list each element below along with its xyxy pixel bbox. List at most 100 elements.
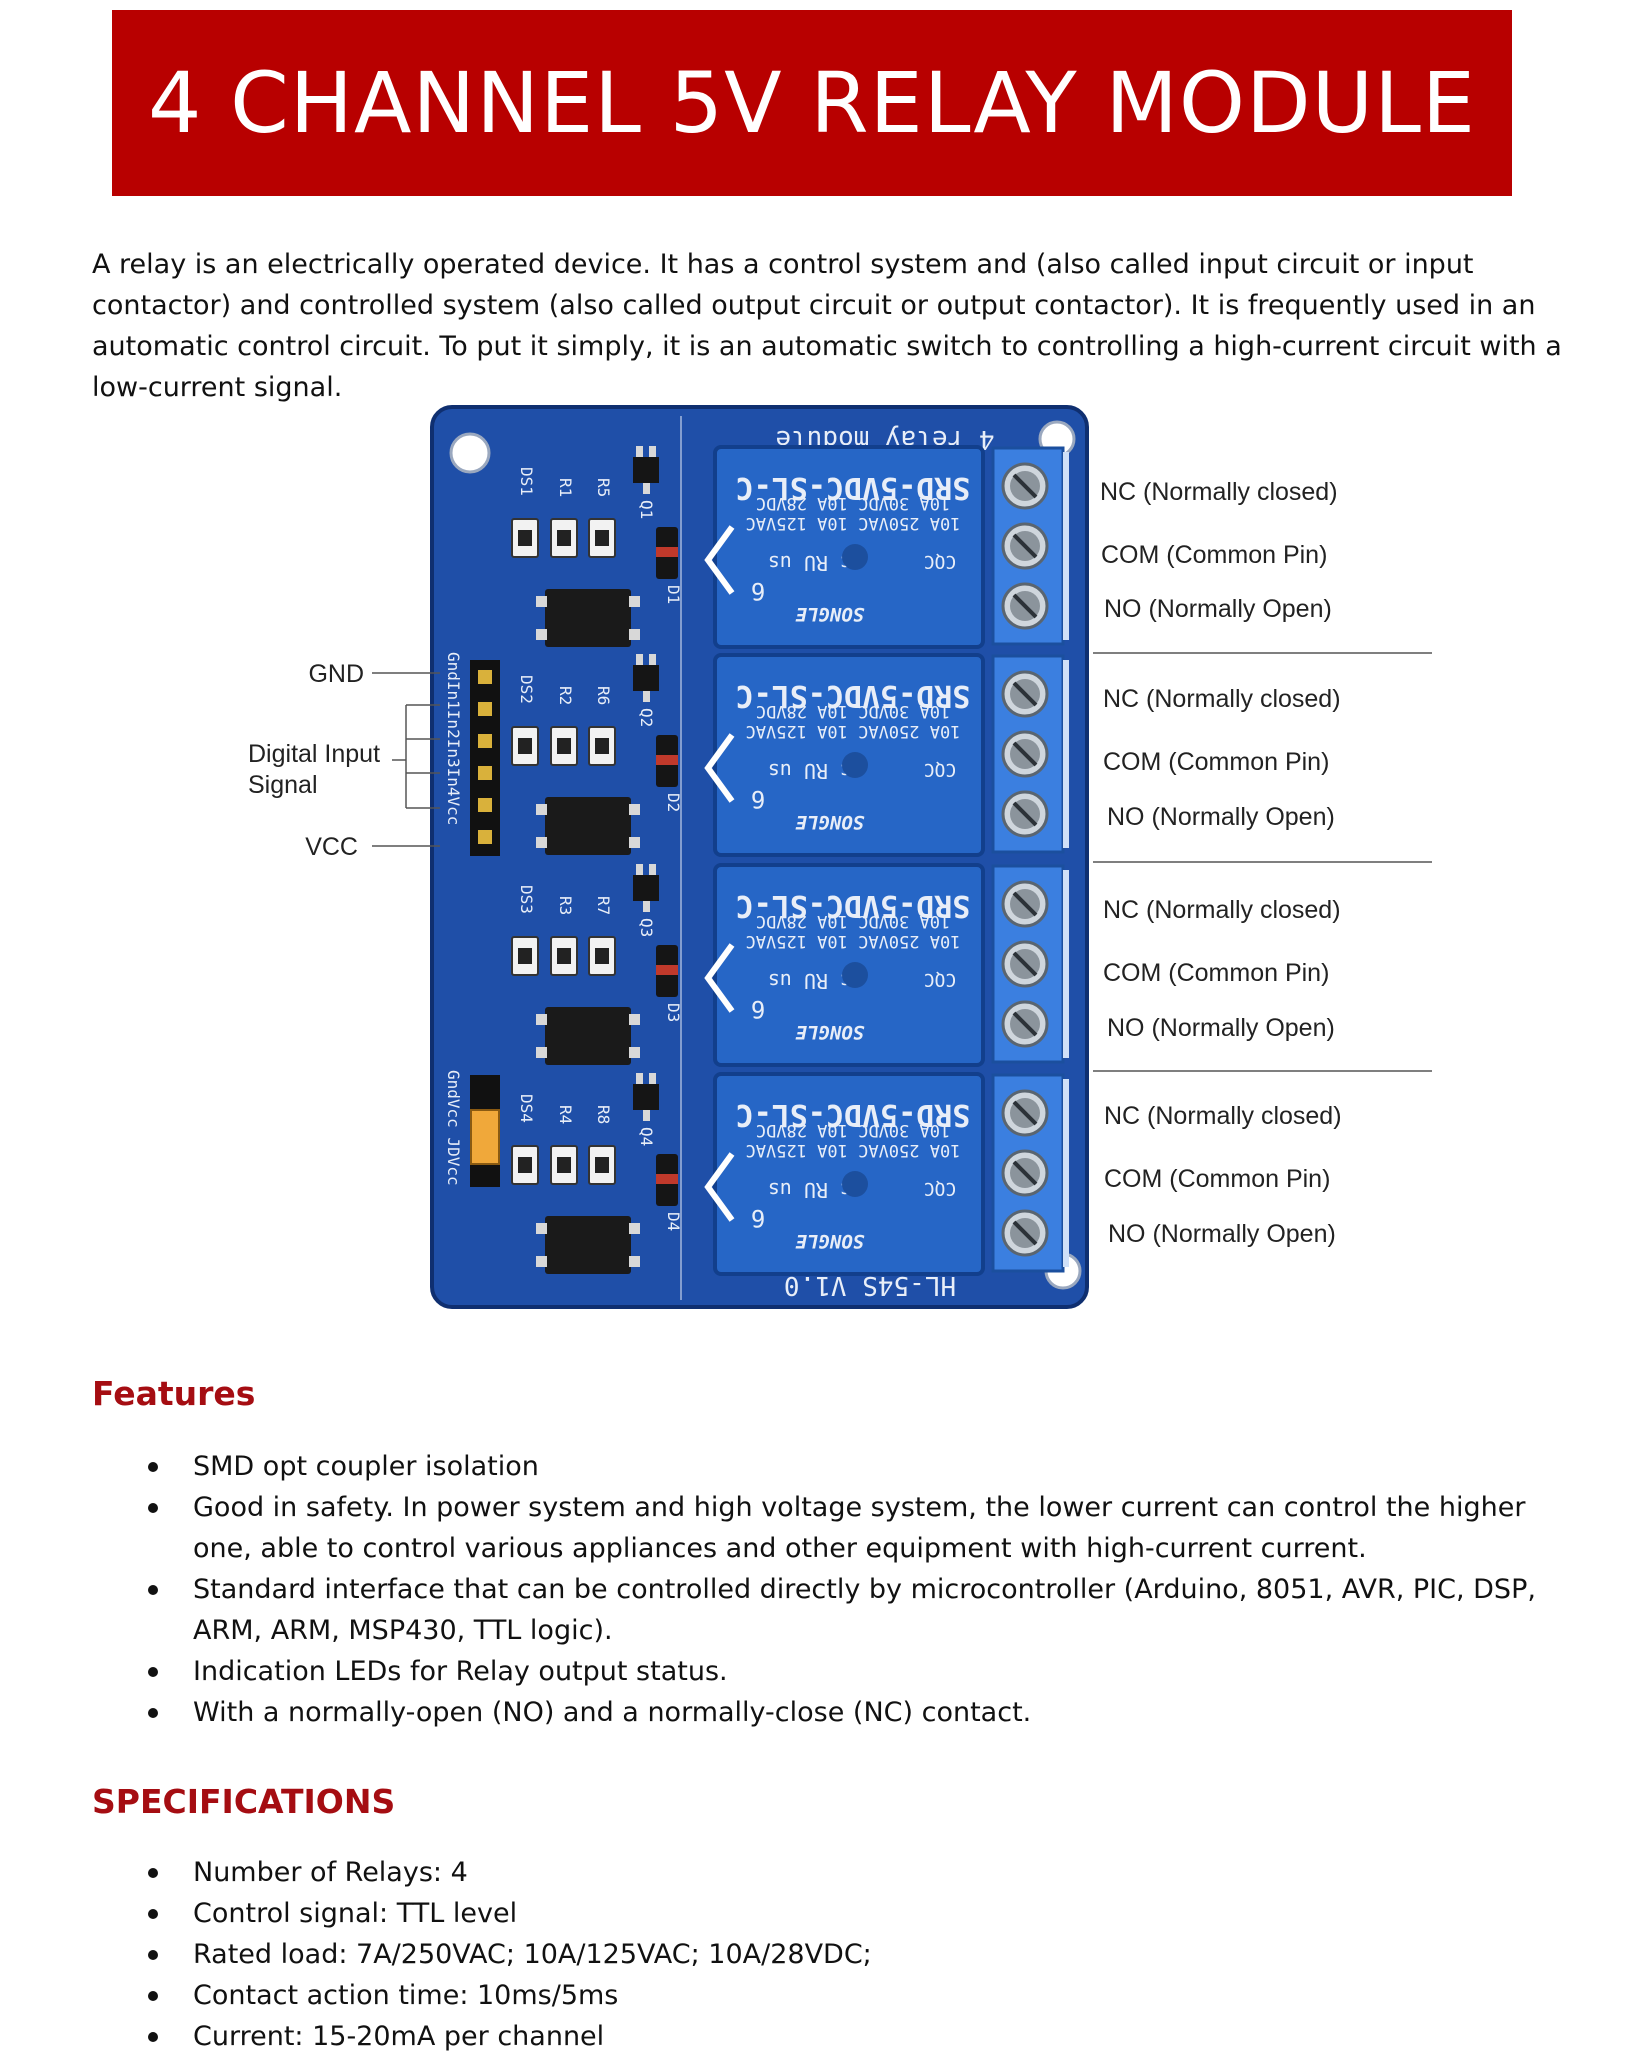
resistor	[550, 518, 578, 558]
led-label: DS1	[517, 467, 536, 496]
led	[511, 1145, 539, 1185]
diode	[656, 527, 678, 579]
terminal-block-3	[991, 864, 1069, 1064]
relay-cert: c RU us	[768, 759, 852, 783]
transistor-label: Q1	[637, 500, 656, 519]
diode	[656, 945, 678, 997]
list-item: Contact action time: 10ms/5ms	[92, 1975, 1572, 2016]
relay-rating: 10A 30VDC 10A 28VDC	[756, 911, 950, 931]
relay-cert: CQC	[924, 969, 957, 990]
list-item: Current: 15-20mA per channel	[92, 2016, 1572, 2057]
input-header-pins	[478, 670, 492, 844]
specifications-heading: SPECIFICATIONS	[92, 1782, 396, 1821]
relay-dot	[842, 544, 868, 570]
relay-rating: 10A 250VAC 10A 125VAC	[746, 721, 961, 741]
terminal-block-4	[991, 1073, 1069, 1273]
relay-rating: 10A 250VAC 10A 125VAC	[746, 513, 961, 533]
nc-label: NC (Normally closed)	[1103, 896, 1341, 924]
relay-dot	[842, 1171, 868, 1197]
transistor-label: Q2	[637, 708, 656, 727]
bullet-icon	[148, 2032, 158, 2042]
list-item: SMD opt coupler isolation	[92, 1446, 1572, 1487]
relay-rating: 10A 250VAC 10A 125VAC	[746, 931, 961, 951]
digital-input-label: Signal	[248, 771, 318, 799]
relay-brand: SONGLE	[795, 603, 864, 625]
relay-cert: CQC	[924, 1178, 957, 1199]
left-pin-callouts	[372, 672, 440, 847]
relay-digit: 6	[751, 785, 765, 813]
led-label: DS2	[517, 675, 536, 704]
relay-model: SRD-5VDC-SL-C	[736, 888, 971, 923]
features-list: SMD opt coupler isolation Good in safety…	[92, 1446, 1572, 1733]
bullet-icon	[148, 1950, 158, 1960]
title-banner: 4 CHANNEL 5V RELAY MODULE	[112, 10, 1512, 196]
channel-4: DS4 R4 R8 Q4 D4	[511, 1073, 683, 1274]
resistor-label: R8	[594, 1105, 613, 1124]
list-item: Control signal: TTL level	[92, 1893, 1572, 1934]
input-header	[470, 660, 500, 856]
resistor	[588, 518, 616, 558]
list-item: Rated load: 7A/250VAC; 10A/125VAC; 10A/2…	[92, 1934, 1572, 1975]
nc-label: NC (Normally closed)	[1103, 685, 1341, 713]
relay-digit: 6	[751, 577, 765, 605]
diode	[656, 735, 678, 787]
relay-bracket	[704, 733, 735, 803]
optocoupler	[536, 1007, 640, 1065]
diode-label: D4	[664, 1212, 683, 1231]
relay-cert: c RU us	[768, 1178, 852, 1202]
gnd-label: GND	[308, 660, 364, 688]
channel-3: DS3 R3 R7 Q3 D3	[511, 864, 683, 1065]
bullet-icon	[148, 1585, 158, 1595]
bullet-icon	[148, 1503, 158, 1513]
resistor-label: R6	[594, 686, 613, 705]
list-item: Number of Relays: 4	[92, 1852, 1572, 1893]
bullet-icon	[148, 1462, 158, 1472]
resistor-label: R7	[594, 896, 613, 915]
relay-model: SRD-5VDC-SL-C	[736, 678, 971, 713]
relay-cert: c RU us	[768, 969, 852, 993]
relay-rating: 10A 30VDC 10A 28VDC	[756, 701, 950, 721]
diode-label: D1	[664, 585, 683, 604]
terminal-block-1	[991, 446, 1069, 646]
channel-1: DS1 R1 R5 Q1 D1	[511, 446, 683, 647]
resistor-label: R2	[556, 686, 575, 705]
no-label: NO (Normally Open)	[1104, 595, 1332, 623]
led-label: DS3	[517, 885, 536, 914]
jumper-label: GndVcc JDVcc	[444, 1070, 463, 1186]
relay-cert: CQC	[924, 759, 957, 780]
resistor	[588, 1145, 616, 1185]
relay-1: SRD-5VDC-SL-C 10A 250VAC 10A 125VAC 10A …	[704, 445, 985, 649]
relay-model: SRD-5VDC-SL-C	[736, 470, 971, 505]
resistor	[550, 1145, 578, 1185]
optocoupler	[536, 1216, 640, 1274]
bullet-icon	[148, 1708, 158, 1718]
diode-label: D3	[664, 1003, 683, 1022]
input-header-label: GndIn1In2In3In4Vcc	[444, 652, 463, 825]
mount-hole	[449, 432, 491, 474]
relay-dot	[842, 962, 868, 988]
relay-rating: 10A 30VDC 10A 28VDC	[756, 493, 950, 513]
transistor-label: Q4	[637, 1127, 656, 1146]
resistor-label: R5	[594, 478, 613, 497]
jumper-cap	[470, 1109, 500, 1165]
channel-2: DS2 R2 R6 Q2 D2	[511, 654, 683, 855]
led	[511, 726, 539, 766]
nc-label: NC (Normally closed)	[1104, 1102, 1342, 1130]
resistor	[588, 936, 616, 976]
right-separators	[1093, 652, 1432, 1072]
relay-digit: 6	[751, 1204, 765, 1232]
relay-cert: CQC	[924, 551, 957, 572]
com-label: COM (Common Pin)	[1104, 1165, 1330, 1193]
relay-bracket	[704, 943, 735, 1013]
relay-brand: SONGLE	[795, 811, 864, 833]
resistor	[588, 726, 616, 766]
bullet-icon	[148, 1909, 158, 1919]
diode-label: D2	[664, 793, 683, 812]
bullet-icon	[148, 1868, 158, 1878]
terminal-block-2	[991, 654, 1069, 854]
list-item: Indication LEDs for Relay output status.	[92, 1651, 1572, 1692]
com-label: COM (Common Pin)	[1101, 541, 1327, 569]
list-item: Good in safety. In power system and high…	[92, 1487, 1572, 1569]
relay-module-figure: 4 relay module HL-54S V1.0 GndIn1In2In3I…	[248, 405, 1432, 1309]
relay-bracket	[704, 1152, 735, 1222]
